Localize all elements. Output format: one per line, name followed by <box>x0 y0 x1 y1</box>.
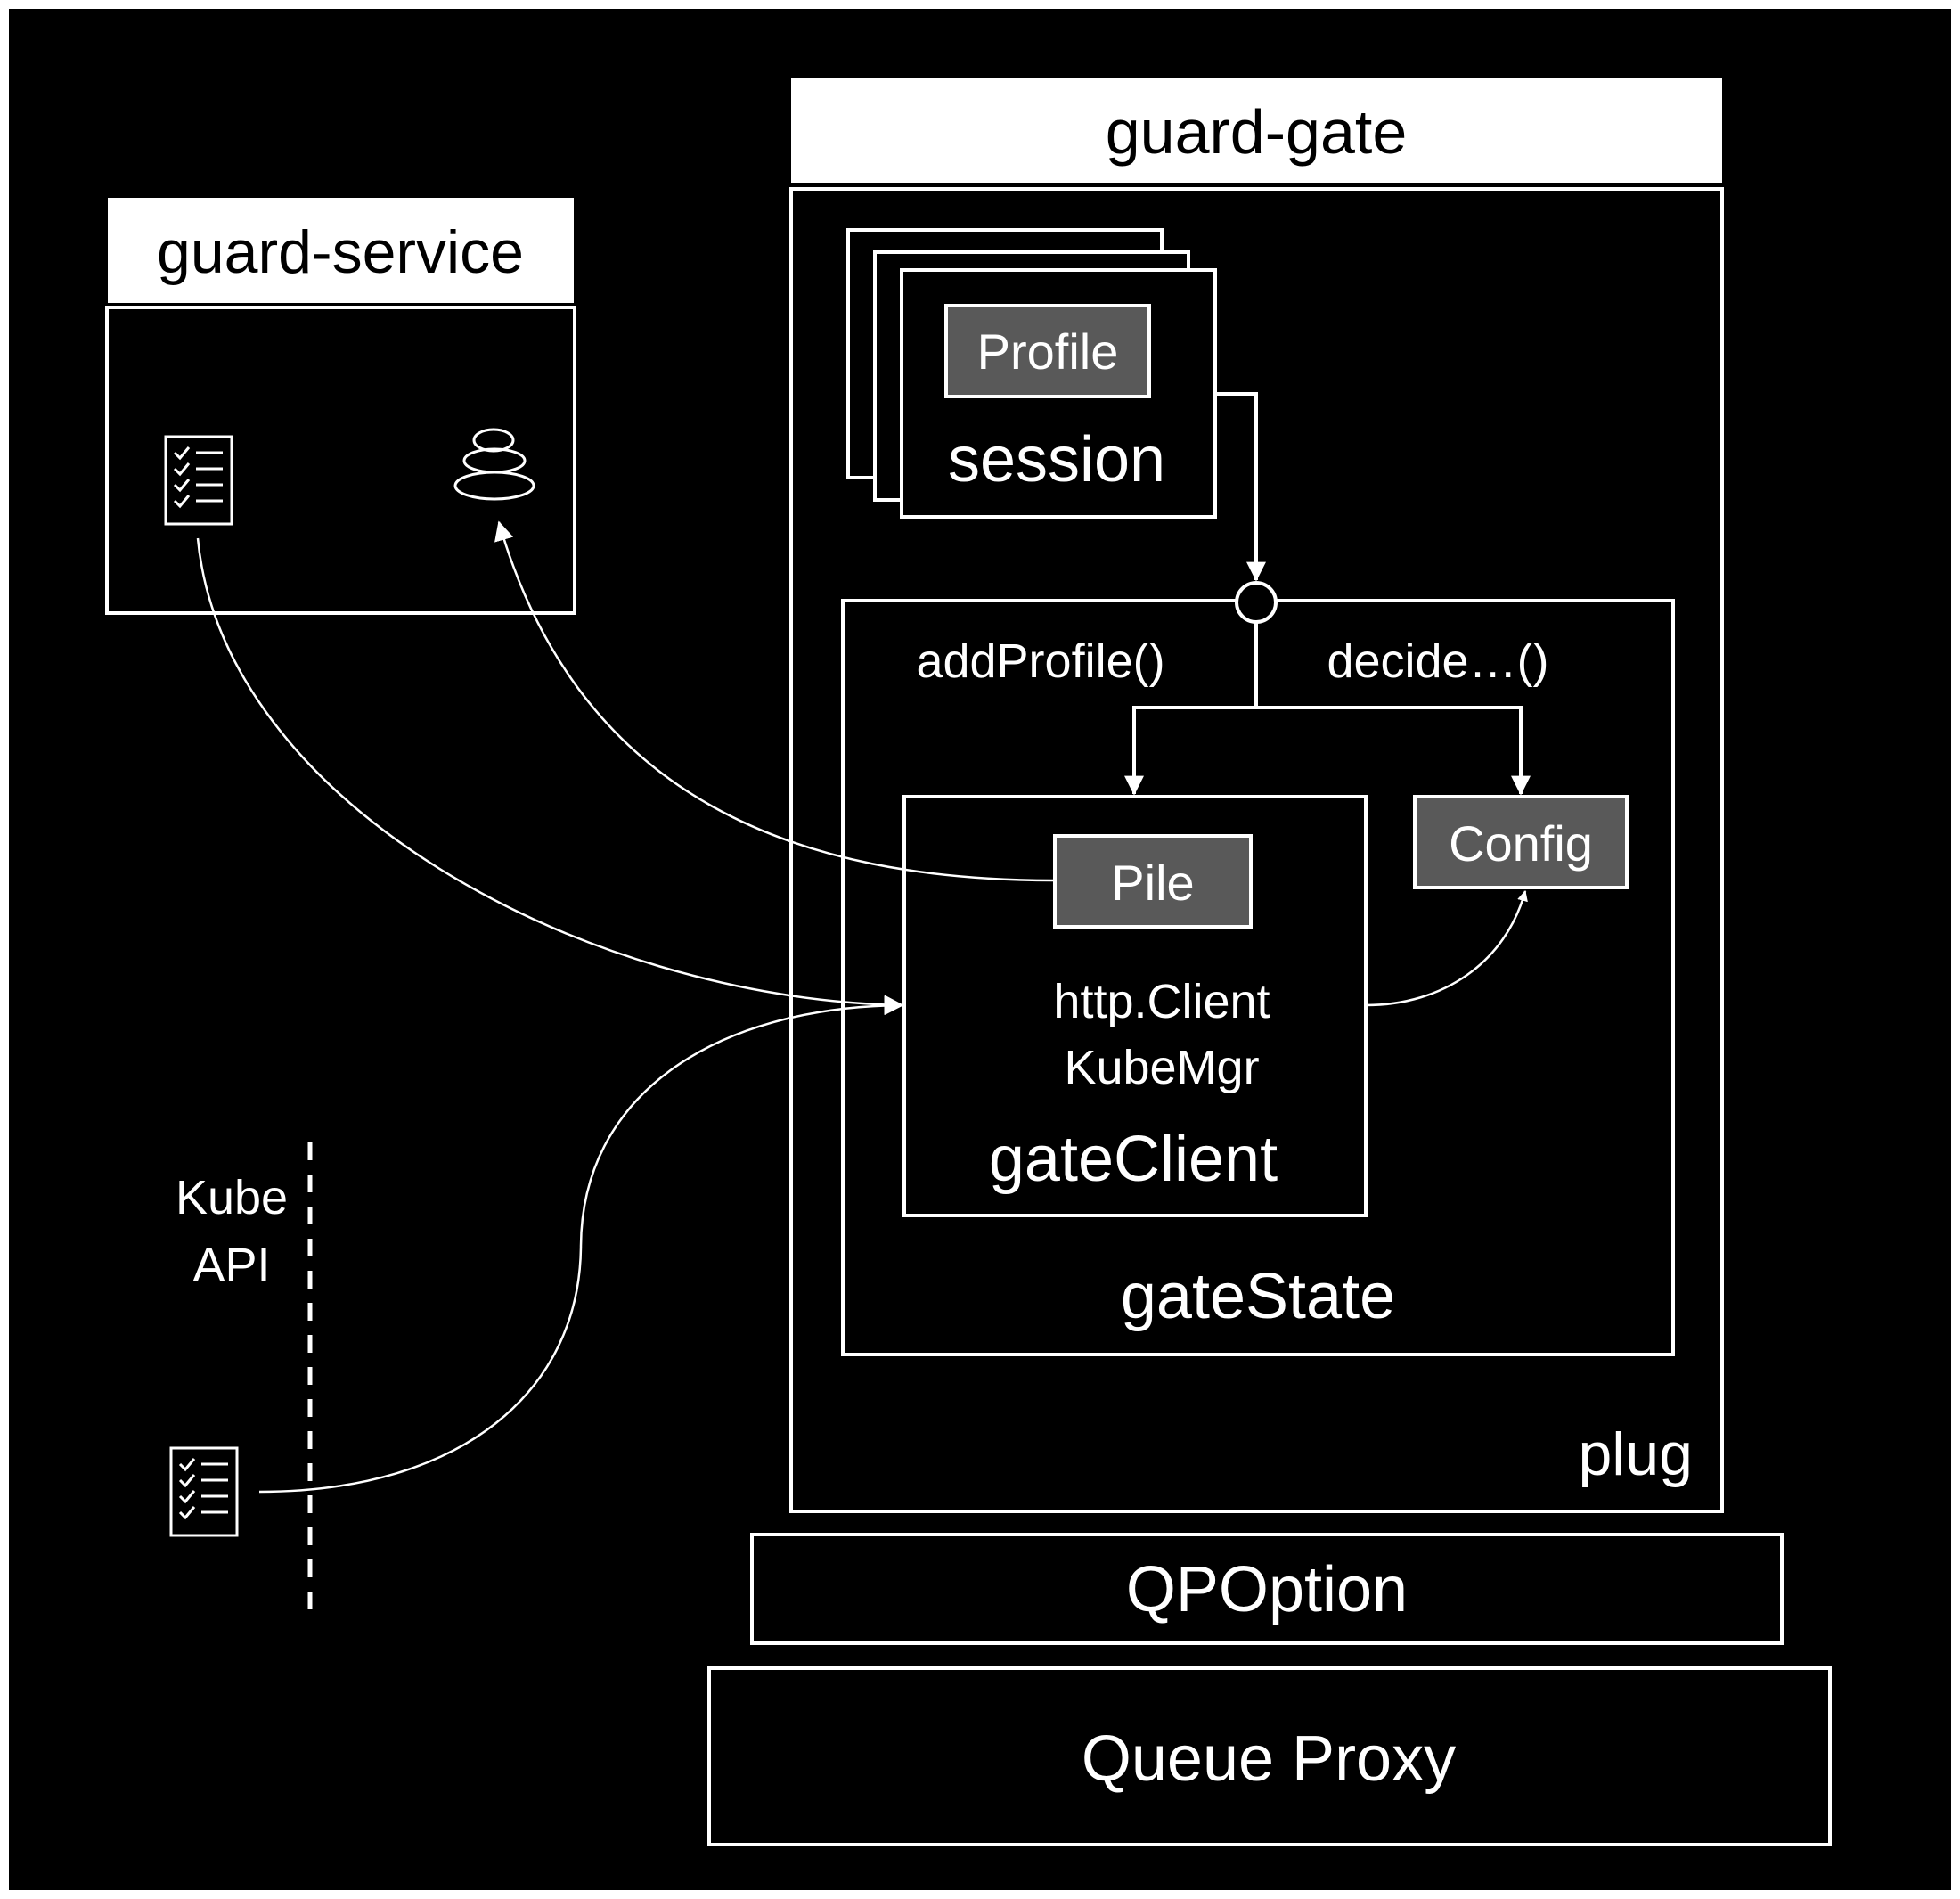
checklist-icon <box>164 435 233 526</box>
guard-service-component: guard-service <box>105 198 576 615</box>
queue-proxy-component: Queue Proxy <box>707 1666 1832 1846</box>
http-client-label: http.Client <box>1053 975 1270 1028</box>
guard-service-title: guard-service <box>157 218 524 286</box>
qpoption-component: QPOption <box>750 1533 1784 1645</box>
session-to-gatestate-arrow <box>1215 392 1266 582</box>
pile-box <box>1053 834 1253 929</box>
plug-component: plug <box>789 187 1724 1513</box>
gatestate-label: gateState <box>1121 1261 1395 1332</box>
pile-label: Pile <box>1111 855 1194 911</box>
plug-label: plug <box>1578 1420 1693 1488</box>
queue-proxy-label: Queue Proxy <box>1082 1723 1456 1795</box>
qpoption-label: QPOption <box>1126 1554 1408 1625</box>
gateclient-to-config-arrow <box>1365 890 1528 1007</box>
checklist-to-gateclient-arrow <box>196 537 904 1015</box>
guard-service-title-bar <box>108 198 574 303</box>
gateclient-component: Pile http.Client KubeMgr gateClient <box>902 795 1368 1217</box>
decide-label: decide…() <box>1327 634 1548 688</box>
qpoption-box <box>750 1533 1784 1645</box>
kube-api-boundary: Kube API <box>176 1142 313 1620</box>
profile-label: Profile <box>977 323 1119 380</box>
kube-mgr-label: KubeMgr <box>1064 1041 1259 1094</box>
kube-api-label-line2: API <box>192 1239 270 1292</box>
config-box <box>1413 795 1629 889</box>
gatestate-component: addProfile() decide…() gateState <box>841 581 1675 1356</box>
gatestate-interface-port <box>1235 581 1278 624</box>
config-component: Config <box>1413 795 1629 889</box>
stacked-stones-icon <box>453 428 535 501</box>
session-label: session <box>948 424 1165 495</box>
gateclient-label: gateClient <box>989 1124 1278 1195</box>
checklist-icon <box>169 1446 239 1537</box>
queue-proxy-box <box>707 1666 1832 1846</box>
add-profile-label: addProfile() <box>916 634 1164 688</box>
plug-box <box>789 187 1724 1513</box>
kube-api-label-line1: Kube <box>176 1171 288 1224</box>
config-label: Config <box>1449 815 1593 872</box>
pile-to-storage-arrow <box>494 520 1056 882</box>
profile-box <box>944 304 1151 398</box>
session-stack: Profile session <box>846 228 1217 519</box>
guard-service-box <box>105 306 576 615</box>
guard-gate-title-bar <box>791 78 1722 183</box>
guard-gate-component: guard-gate <box>791 78 1722 183</box>
add-profile-arrow <box>1124 706 1256 796</box>
kube-checklist-to-gateclient-arrow <box>258 995 904 1494</box>
decide-arrow <box>1256 706 1531 796</box>
guard-gate-title: guard-gate <box>1106 97 1408 167</box>
